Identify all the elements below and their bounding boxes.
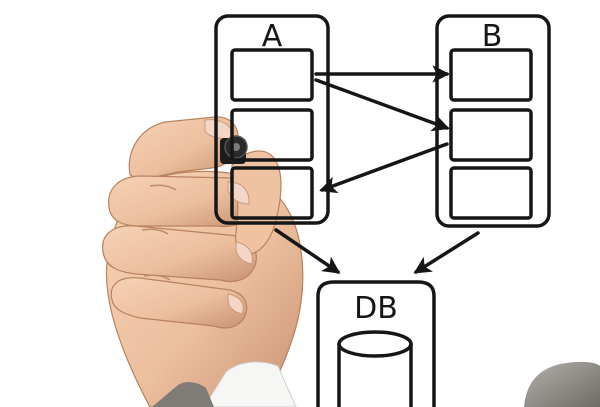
server-b-label: B	[482, 19, 503, 54]
suit-shoulder	[524, 361, 600, 407]
arrow-a1-to-b2	[314, 78, 450, 132]
arrow-b2-to-a3	[319, 142, 449, 194]
arrow-b-to-db	[413, 231, 480, 274]
pinky-fingernail	[227, 293, 244, 315]
arrow-a-to-db	[274, 228, 341, 274]
server-a-slot-3	[230, 166, 314, 220]
server-b-slot-1	[449, 48, 533, 102]
database-box	[316, 280, 436, 407]
server-a	[214, 14, 330, 225]
shirt-cuff	[203, 361, 297, 407]
pinky-finger	[110, 277, 248, 329]
database-cylinder-icon	[337, 330, 413, 407]
ring-finger	[102, 225, 257, 283]
hand-with-marker	[102, 116, 304, 407]
ring-fingernail	[235, 241, 253, 265]
server-b-slot-3	[449, 166, 533, 220]
jacket-sleeve	[152, 382, 214, 407]
server-a-slot-2	[230, 108, 314, 162]
database-label: DB	[354, 291, 398, 326]
server-b-slot-2	[449, 108, 533, 162]
server-a-box	[214, 14, 330, 225]
database	[316, 280, 436, 407]
architecture-diagram	[214, 14, 551, 407]
connection-arrows	[274, 65, 480, 274]
server-a-slot-1	[230, 48, 314, 102]
server-a-label: A	[262, 19, 283, 54]
